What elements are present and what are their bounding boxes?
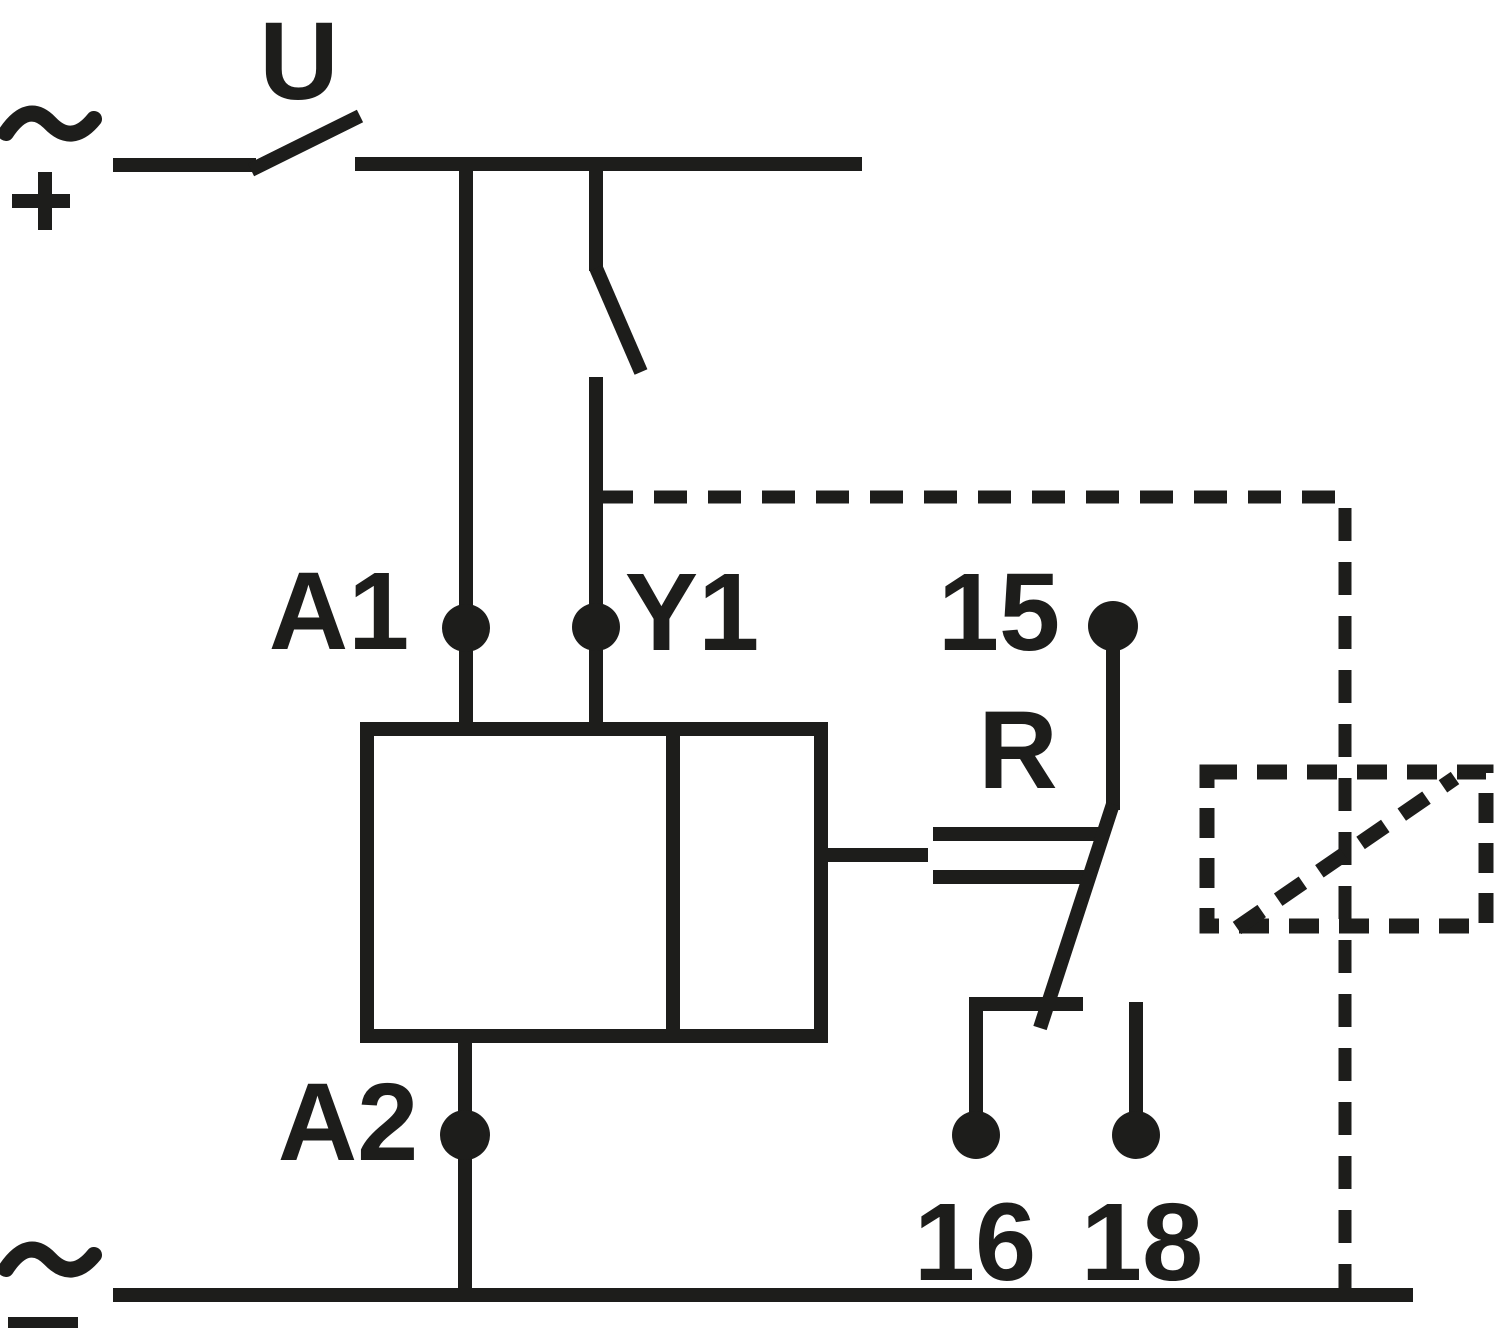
a2-branch: A2	[278, 1036, 490, 1295]
u-label: U	[259, 0, 338, 123]
control-dashed-wire	[600, 490, 1352, 1292]
label-16: 16	[914, 1181, 1036, 1304]
ac-wave-icon-bottom	[0, 1241, 102, 1278]
contact-15-group: 15 R	[938, 551, 1138, 1031]
contact-16-group: 16	[914, 997, 1083, 1304]
supply-bottom-group	[0, 1241, 1413, 1328]
a2-label: A2	[278, 1061, 419, 1184]
y1-switch-blade	[589, 265, 648, 375]
y1-branch: Y1	[572, 160, 759, 726]
function-box-group	[1199, 764, 1494, 935]
relay-box	[360, 722, 828, 1043]
contact-15-blade	[1033, 801, 1120, 1031]
supply-top-group	[0, 105, 102, 230]
contact-18-group: 18	[1081, 1002, 1203, 1304]
terminal-16-dot	[952, 1111, 1000, 1159]
minus-icon	[8, 1317, 78, 1328]
a1-label: A1	[269, 550, 410, 673]
terminal-18-dot	[1112, 1111, 1160, 1159]
actuator-bar-upper	[933, 827, 1102, 841]
plus-icon	[12, 172, 70, 230]
a1-branch: A1	[269, 160, 490, 726]
supply-switch-u: U	[113, 0, 364, 177]
contact-16-wire	[969, 997, 1083, 1130]
ac-wave-icon-top	[0, 105, 102, 142]
label-18: 18	[1081, 1181, 1203, 1304]
relay-box-group	[360, 722, 828, 1043]
actuator-bar-lower	[933, 870, 1088, 884]
terminal-a2-dot	[440, 1110, 490, 1160]
function-dashed-box	[1199, 764, 1494, 934]
terminal-y1-dot	[572, 603, 620, 651]
reset-label-r: R	[978, 689, 1057, 812]
label-15: 15	[938, 551, 1060, 674]
switch-u-blade	[247, 109, 364, 177]
plus-vertical-bar	[38, 172, 52, 230]
actuator-group	[828, 827, 1102, 884]
function-dashed-diagonal	[1232, 771, 1460, 935]
terminal-a1-dot	[442, 604, 490, 652]
y1-label: Y1	[625, 551, 760, 674]
